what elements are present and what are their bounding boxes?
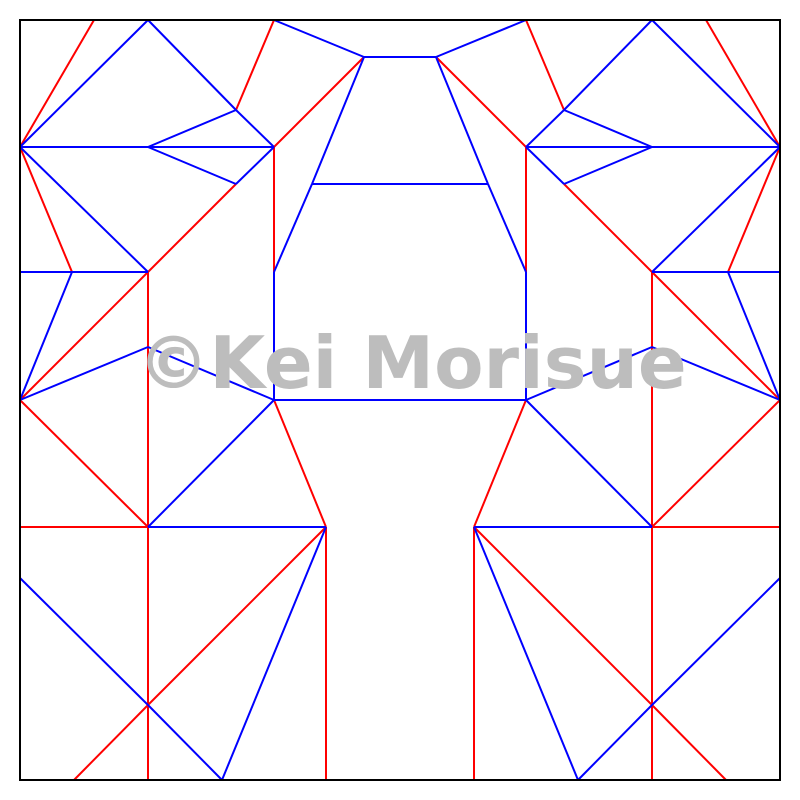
mountain-fold-line: [73, 704, 149, 781]
mountain-fold-line: [273, 399, 327, 528]
mountain-fold-lines: [19, 19, 781, 781]
mountain-fold-line: [435, 56, 527, 148]
mountain-fold-line: [19, 399, 149, 528]
valley-fold-lines: [19, 19, 781, 781]
valley-fold-line: [147, 399, 275, 528]
paper-border: [19, 19, 781, 781]
valley-fold-line: [563, 19, 653, 111]
watermark-text: ©Kei Morisue: [137, 321, 686, 405]
mountain-fold-line: [651, 271, 781, 401]
valley-fold-line: [727, 271, 781, 401]
valley-fold-line: [525, 109, 565, 148]
valley-fold-line: [435, 19, 527, 58]
valley-fold-line: [651, 19, 781, 148]
valley-fold-line: [147, 346, 275, 401]
mountain-fold-line: [705, 19, 781, 148]
valley-fold-line: [19, 346, 149, 401]
valley-fold-line: [147, 146, 237, 185]
valley-fold-line: [311, 56, 365, 185]
mountain-fold-line: [147, 183, 237, 273]
mountain-fold-line: [19, 271, 149, 401]
valley-fold-line: [563, 109, 653, 148]
valley-fold-line: [487, 183, 527, 273]
valley-fold-line: [221, 526, 327, 781]
mountain-fold-line: [525, 19, 565, 111]
valley-fold-line: [525, 146, 565, 185]
valley-fold-line: [147, 109, 237, 148]
valley-fold-line: [273, 183, 313, 273]
valley-fold-line: [19, 577, 149, 706]
valley-fold-line: [273, 19, 365, 58]
mountain-fold-line: [651, 399, 781, 528]
valley-fold-line: [19, 19, 149, 148]
valley-fold-line: [235, 146, 275, 185]
mountain-fold-line: [19, 19, 95, 148]
mountain-fold-line: [273, 56, 365, 148]
valley-fold-line: [473, 526, 579, 781]
valley-fold-line: [525, 399, 653, 528]
mountain-fold-line: [651, 704, 727, 781]
valley-fold-line: [651, 577, 781, 706]
valley-fold-line: [19, 146, 149, 273]
valley-fold-line: [651, 146, 781, 273]
mountain-fold-line: [147, 526, 327, 706]
valley-fold-line: [525, 346, 653, 401]
mountain-fold-line: [727, 146, 781, 273]
mountain-fold-line: [19, 146, 73, 273]
mountain-fold-line: [235, 19, 275, 111]
valley-fold-line: [435, 56, 489, 185]
valley-fold-line: [147, 704, 223, 781]
valley-fold-line: [577, 704, 653, 781]
mountain-fold-line: [563, 183, 653, 273]
valley-fold-line: [651, 346, 781, 401]
mountain-fold-line: [473, 526, 653, 706]
valley-fold-line: [19, 271, 73, 401]
valley-fold-line: [147, 19, 237, 111]
valley-fold-line: [235, 109, 275, 148]
valley-fold-line: [563, 146, 653, 185]
mountain-fold-line: [473, 399, 527, 528]
